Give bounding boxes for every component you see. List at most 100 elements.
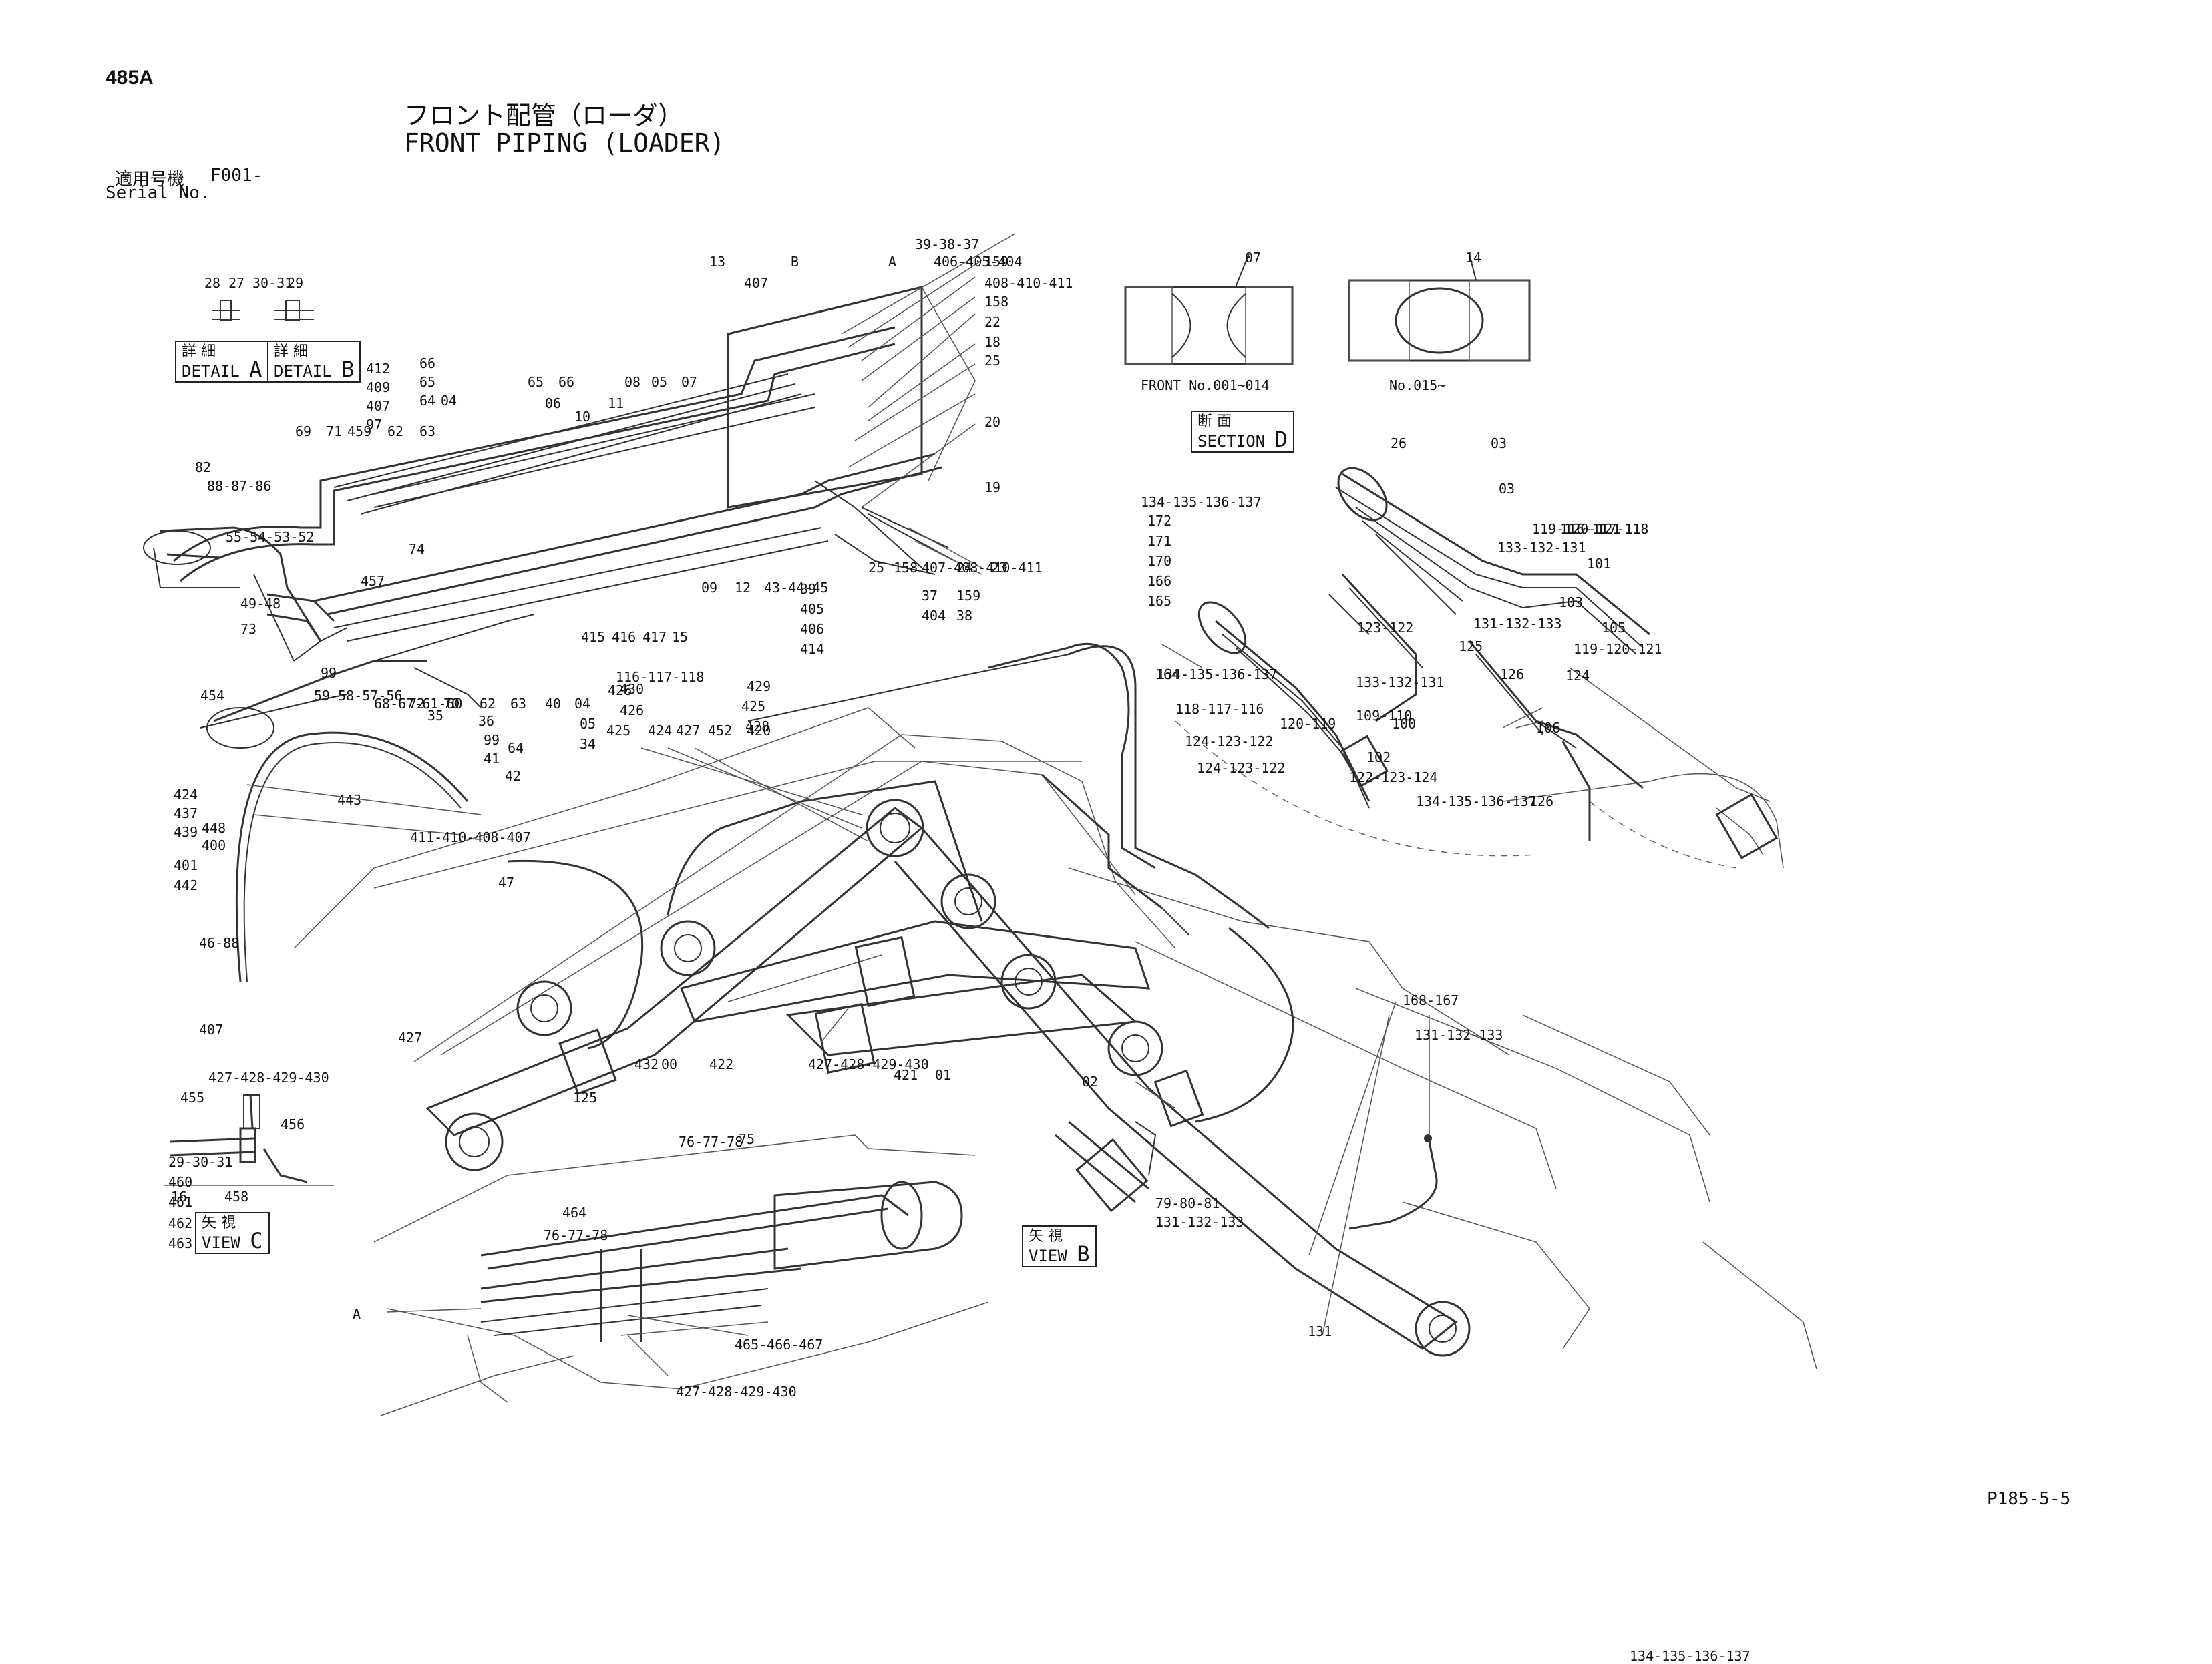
detail-a-box: 詳 細 DETAIL A <box>175 341 269 383</box>
detail-b-letter: B <box>341 357 355 382</box>
part-callout: 404 <box>922 608 946 624</box>
view-c-letter: C <box>250 1228 263 1253</box>
part-callout: 411-410-408-407 <box>410 829 531 845</box>
title-japanese: フロント配管（ローダ） <box>404 101 684 130</box>
detail-a-sketch <box>212 300 314 321</box>
part-callout: 28 27 <box>204 275 245 291</box>
section-d-letter: D <box>1274 427 1288 452</box>
part-callout: 29-30-31 <box>168 1154 233 1170</box>
part-callout: 22 <box>984 314 1001 330</box>
part-callout: 415 <box>581 629 606 645</box>
part-callout: 24 <box>956 560 973 576</box>
part-callout: 424 <box>174 787 198 803</box>
part-callout: 64 <box>419 393 436 409</box>
part-callout: 76-77-78 <box>679 1134 743 1150</box>
front-no-range-1: FRONT No.001~014 <box>1141 377 1270 393</box>
part-callout: 131-132-133 <box>1415 1027 1503 1043</box>
piping-drawing <box>143 233 1817 1416</box>
part-callout: 427 <box>398 1030 423 1046</box>
part-callout: 102 <box>1366 749 1391 765</box>
detail-b-box: 詳 細 DETAIL B <box>267 341 361 383</box>
part-callout: 463 <box>168 1235 193 1251</box>
part-callout: 04 <box>441 393 457 409</box>
part-callout: 118-117-116 <box>1175 701 1264 717</box>
detail-b-jp: 詳 細 <box>274 343 308 360</box>
part-callout: 452 <box>708 722 733 739</box>
part-callout: 401 <box>174 857 198 873</box>
part-callout: 414 <box>800 641 825 657</box>
detail-b-en: DETAIL <box>274 362 332 381</box>
part-callout: 88-87-86 <box>207 478 272 494</box>
part-callout: 442 <box>174 877 198 893</box>
part-callout: 36 <box>478 713 495 729</box>
part-callout: 79-80-81 <box>1155 1195 1220 1211</box>
part-callout: 25 <box>868 560 885 576</box>
part-callout: 407 <box>744 275 769 291</box>
part-callout: 428 <box>745 718 770 735</box>
part-callout: 125 <box>573 1090 598 1106</box>
part-callout: 119-120-121 <box>1574 641 1662 657</box>
boom-arm-structure <box>293 707 1817 1370</box>
view-b-jp: 矢 視 <box>1029 1228 1063 1245</box>
part-callout: 425 <box>741 698 766 714</box>
part-callout: 427-428-429-430 <box>676 1384 797 1400</box>
part-callout: A <box>888 254 897 270</box>
section-d-piping-detail <box>1175 467 1784 869</box>
part-callout: 424 <box>648 722 673 739</box>
part-callout: 06 <box>545 395 562 411</box>
part-callout: 125 <box>1459 638 1483 654</box>
part-callout: 171 <box>1147 533 1172 549</box>
part-callout: 124-123-122 <box>1197 760 1286 776</box>
part-callout: 11 <box>608 395 624 411</box>
part-callout: 133-132-131 <box>1497 540 1586 556</box>
part-callout: 20 <box>984 414 1001 430</box>
part-callout: 422 <box>709 1056 734 1072</box>
lower-boom-piping <box>373 1134 989 1416</box>
part-callout: 459 <box>347 423 372 439</box>
view-b-sketch <box>1055 1120 1157 1213</box>
part-callout: 172 <box>1147 513 1172 529</box>
part-callout: 19 <box>984 479 1001 495</box>
part-callout: 457 <box>361 573 385 589</box>
part-callout: 62 <box>387 423 404 439</box>
part-callout: 409 <box>366 379 391 395</box>
part-callout: 82 <box>195 459 212 475</box>
part-callout: 406 <box>800 621 825 637</box>
part-callout: 437 <box>174 805 198 821</box>
part-callout: 76-77-78 <box>544 1227 608 1243</box>
part-callout: 39-38-37 <box>915 236 980 252</box>
part-callout: 134-135-136-137 <box>1630 1648 1750 1664</box>
footer-code: P185-5-5 <box>1987 1489 2071 1509</box>
part-callout: 427-428-429-430 <box>208 1070 329 1086</box>
part-callout: 412 <box>366 361 391 377</box>
part-callout: 105 <box>1602 620 1626 636</box>
part-callout: 124 <box>1565 668 1590 684</box>
part-callout: 407-408-410-411 <box>922 560 1043 576</box>
part-callout: 426 <box>608 682 632 698</box>
front-no-range-2: No.015~ <box>1389 377 1446 393</box>
part-callout: 455 <box>180 1090 205 1106</box>
part-callout: 400 <box>202 837 226 853</box>
part-callout: 116-117-118 <box>1560 521 1649 537</box>
part-callout: 465-466-467 <box>735 1337 823 1353</box>
part-callout: 406-405-404 <box>934 254 1023 270</box>
part-callout: 46-88 <box>199 935 240 951</box>
part-callout: 460 <box>168 1174 193 1190</box>
part-callout: 66 <box>419 355 436 371</box>
part-callout: 43-44-45 <box>764 580 829 596</box>
part-callout: 16 <box>171 1189 188 1205</box>
part-callout: 65 <box>419 374 436 390</box>
part-callout: 35 <box>427 708 444 724</box>
part-callout: 39 <box>800 581 817 597</box>
part-callout: 40 <box>545 696 562 712</box>
part-callout: 23 <box>991 560 1008 576</box>
part-callout: 134-135-136-137 <box>1141 494 1262 510</box>
part-callout: 07 <box>1245 250 1262 266</box>
part-callout: 55-54-53-52 <box>226 529 315 545</box>
part-callout: 407 <box>199 1022 224 1038</box>
detail-a-letter: A <box>249 357 262 382</box>
part-callout: 454 <box>200 688 225 704</box>
part-callout: 430 <box>620 681 644 697</box>
detail-a-en: DETAIL <box>182 362 240 381</box>
part-callout: 59-58-57-56 <box>314 688 403 704</box>
